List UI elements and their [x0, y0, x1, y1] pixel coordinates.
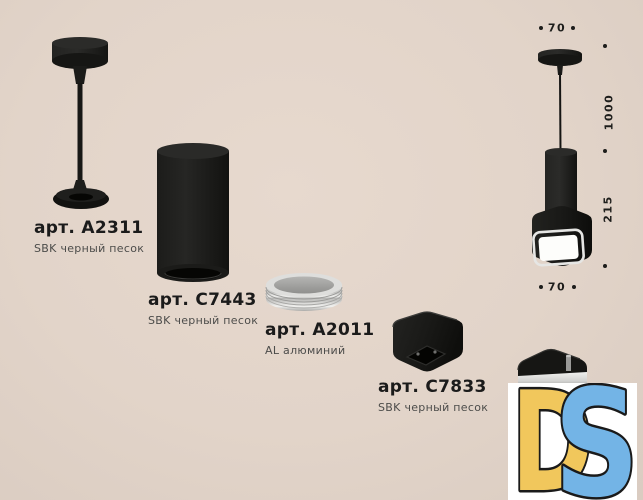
- dim-dot: [603, 264, 607, 268]
- product-c7833: [383, 311, 467, 379]
- finish-name: AL алюминий: [265, 344, 346, 357]
- pendant-rod-kit-image: [52, 37, 109, 209]
- dim-bottom-width: 70: [547, 280, 567, 294]
- dim-dot: [572, 285, 576, 289]
- dim-dot: [603, 44, 607, 48]
- square-cap-image: [392, 311, 463, 372]
- article-number: арт. A2011: [265, 320, 375, 340]
- dim-dot: [539, 285, 543, 289]
- label-c7443: арт. C7443 SBK черный песок: [148, 290, 259, 327]
- partial-component-svg: [517, 348, 587, 388]
- finish-name: SBK черный песок: [378, 401, 489, 414]
- article-number: арт. C7833: [378, 377, 487, 397]
- ds-watermark-logo: D S: [508, 356, 642, 500]
- assembled-pendant-image: [526, 44, 598, 276]
- dim-dot: [539, 26, 543, 30]
- dim-body-height: 215: [601, 195, 615, 223]
- cylinder-body-image: [157, 143, 229, 282]
- product-a2311: [30, 32, 140, 221]
- ds-logo-svg: D S: [509, 356, 642, 500]
- aluminum-ring-image: [265, 273, 343, 311]
- product-c7443: [154, 142, 232, 294]
- product-a2011: [262, 269, 346, 319]
- label-a2011: арт. A2011 AL алюминий: [265, 320, 375, 357]
- dim-dot: [603, 149, 607, 153]
- assembled-pendant-svg: [532, 49, 592, 267]
- article-number: арт. A2311: [34, 218, 144, 238]
- logo-letter-d: D: [511, 383, 593, 500]
- logo-letter-s: S: [554, 383, 637, 500]
- dim-top-width: 70: [547, 21, 567, 35]
- finish-name: SBK черный песок: [34, 242, 145, 255]
- label-c7833: арт. C7833 SBK черный песок: [378, 377, 489, 414]
- finish-name: SBK черный песок: [148, 314, 259, 327]
- article-number: арт. C7443: [148, 290, 257, 310]
- dim-cable-length: 1000: [602, 93, 616, 131]
- dim-dot: [571, 26, 575, 30]
- label-a2311: арт. A2311 SBK черный песок: [34, 218, 145, 255]
